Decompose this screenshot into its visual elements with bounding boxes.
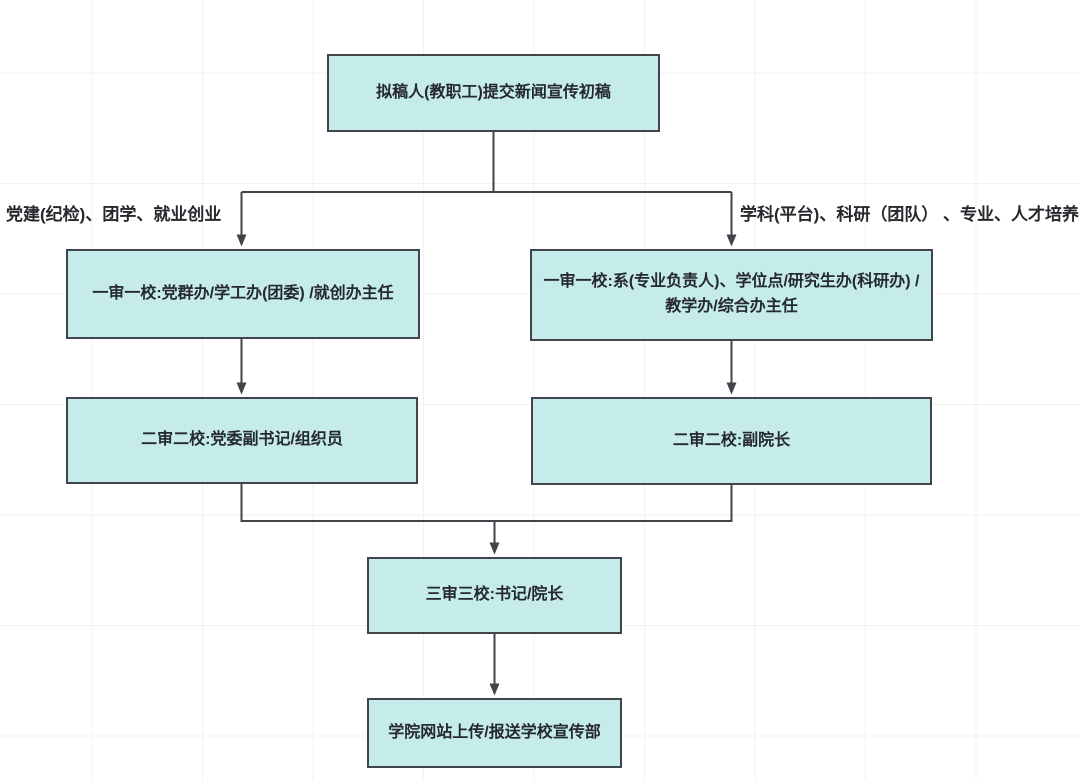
node-publish-upload[interactable]: 学院网站上传/报送学校宣传部 (367, 698, 622, 768)
node-first-review-right-label: 一审一校:系(专业负责人)、学位点/研究生办(科研办) /教学办/综合办主任 (543, 273, 920, 315)
edge-merge (240, 484, 733, 522)
edge-label-right-branch: 学科(平台)、科研（团队） 、专业、人才培养 (740, 205, 1080, 224)
node-third-review-label: 三审三校:书记/院长 (425, 586, 564, 604)
node-first-review-left[interactable]: 一审一校:党群办/学工办(团委) /就创办主任 (66, 249, 420, 339)
node-second-review-right-label: 二审二校:副院长 (672, 431, 791, 449)
node-second-review-right[interactable]: 二审二校:副院长 (531, 397, 932, 485)
edge-label-left-branch: 党建(纪检)、团学、就业创业 (6, 205, 222, 224)
node-draft-submit-label: 拟稿人(教职工)提交新闻宣传初稿 (376, 83, 611, 101)
node-first-review-left-label: 一审一校:党群办/学工办(团委) /就创办主任 (92, 284, 394, 302)
node-first-review-right[interactable]: 一审一校:系(专业负责人)、学位点/研究生办(科研办) /教学办/综合办主任 (530, 249, 933, 341)
node-publish-upload-label: 学院网站上传/报送学校宣传部 (388, 723, 601, 741)
node-third-review[interactable]: 三审三校:书记/院长 (367, 557, 622, 634)
node-draft-submit[interactable]: 拟稿人(教职工)提交新闻宣传初稿 (327, 54, 660, 132)
node-second-review-left[interactable]: 二审二校:党委副书记/组织员 (66, 397, 418, 484)
node-second-review-left-label: 二审二校:党委副书记/组织员 (141, 431, 343, 449)
